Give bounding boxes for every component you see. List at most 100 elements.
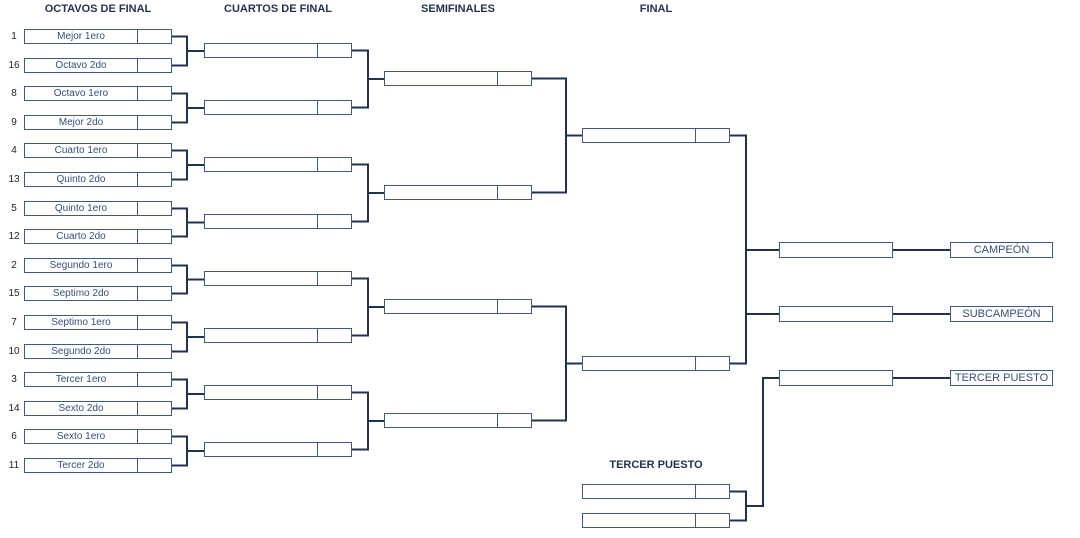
- connector-line: [352, 49, 369, 109]
- round16-slot[interactable]: Septimo 2do: [24, 286, 172, 301]
- team-name: Mejor 2do: [58, 117, 104, 128]
- final-slot[interactable]: [582, 128, 730, 143]
- score-box[interactable]: [137, 430, 171, 443]
- score-box[interactable]: [137, 345, 171, 358]
- connector-line: [172, 378, 188, 410]
- connector-line: [730, 134, 747, 365]
- seed-number: 9: [11, 117, 17, 128]
- quarterfinal-slot[interactable]: [204, 271, 352, 286]
- quarterfinal-slot[interactable]: [204, 157, 352, 172]
- round16-slot[interactable]: Segundo 2do: [24, 344, 172, 359]
- score-box[interactable]: [497, 186, 531, 199]
- semifinal-slot[interactable]: [384, 185, 532, 200]
- score-box[interactable]: [137, 230, 171, 243]
- seed-number: 1: [11, 31, 17, 42]
- round16-slot[interactable]: Mejor 1ero: [24, 29, 172, 44]
- score-box[interactable]: [497, 72, 531, 85]
- third-place-slot[interactable]: [582, 513, 730, 528]
- header-final: FINAL: [639, 3, 673, 15]
- score-box[interactable]: [137, 402, 171, 415]
- seed-number: 7: [11, 317, 17, 328]
- round16-slot[interactable]: Octavo 2do: [24, 58, 172, 73]
- score-box[interactable]: [317, 101, 351, 114]
- round16-slot[interactable]: Segundo 1ero: [24, 258, 172, 273]
- round16-slot[interactable]: Octavo 1ero: [24, 86, 172, 101]
- team-name: Septimo 2do: [52, 288, 110, 299]
- header-cuartos: CUARTOS DE FINAL: [224, 3, 332, 15]
- semifinal-slot[interactable]: [384, 413, 532, 428]
- round16-slot[interactable]: Cuarto 1ero: [24, 143, 172, 158]
- connector-line: [172, 92, 188, 124]
- round16-slot[interactable]: Cuarto 2do: [24, 229, 172, 244]
- score-box[interactable]: [137, 173, 171, 186]
- score-box[interactable]: [137, 116, 171, 129]
- score-box[interactable]: [137, 59, 171, 72]
- semifinal-slot[interactable]: [384, 299, 532, 314]
- team-name: Septimo 1ero: [51, 317, 111, 328]
- seed-number: 3: [11, 374, 17, 385]
- team-name: Tercer 2do: [57, 460, 105, 471]
- round16-slot[interactable]: Tercer 2do: [24, 458, 172, 473]
- connector-line: [352, 163, 369, 223]
- round16-slot[interactable]: Mejor 2do: [24, 115, 172, 130]
- round16-slot[interactable]: Quinto 1ero: [24, 201, 172, 216]
- quarterfinal-slot[interactable]: [204, 328, 352, 343]
- team-name: Tercer 1ero: [55, 374, 107, 385]
- score-box[interactable]: [497, 414, 531, 427]
- round16-slot[interactable]: Septimo 1ero: [24, 315, 172, 330]
- score-box[interactable]: [137, 87, 171, 100]
- seed-number: 4: [11, 145, 17, 156]
- quarterfinal-slot[interactable]: [204, 214, 352, 229]
- connector-line: [172, 264, 188, 295]
- seed-number: 13: [8, 174, 20, 185]
- score-box[interactable]: [137, 259, 171, 272]
- seed-number: 14: [8, 403, 20, 414]
- score-box[interactable]: [317, 329, 351, 342]
- third-place-result-box[interactable]: [779, 370, 893, 386]
- score-box[interactable]: [317, 386, 351, 399]
- score-box[interactable]: [317, 44, 351, 57]
- connector-line: [172, 149, 188, 181]
- champion-result-box[interactable]: [779, 242, 893, 258]
- round16-slot[interactable]: Sexto 1ero: [24, 429, 172, 444]
- connector-line: [532, 77, 567, 194]
- seed-number: 8: [11, 88, 17, 99]
- score-box[interactable]: [695, 129, 729, 142]
- round16-slot[interactable]: Sexto 2do: [24, 401, 172, 416]
- score-box[interactable]: [695, 357, 729, 370]
- seed-number: 15: [8, 288, 20, 299]
- score-box[interactable]: [137, 373, 171, 386]
- seed-number: 12: [8, 231, 20, 242]
- connector-line: [172, 207, 188, 238]
- score-box[interactable]: [137, 316, 171, 329]
- score-box[interactable]: [137, 202, 171, 215]
- score-box[interactable]: [317, 272, 351, 285]
- team-name: Mejor 1ero: [57, 31, 105, 42]
- connector-line: [532, 305, 567, 422]
- header-octavos: OCTAVOS DE FINAL: [44, 3, 152, 15]
- score-box[interactable]: [317, 158, 351, 171]
- round16-slot[interactable]: Tercer 1ero: [24, 372, 172, 387]
- score-box[interactable]: [137, 287, 171, 300]
- quarterfinal-slot[interactable]: [204, 385, 352, 400]
- third-place-slot[interactable]: [582, 484, 730, 499]
- semifinal-slot[interactable]: [384, 71, 532, 86]
- quarterfinal-slot[interactable]: [204, 43, 352, 58]
- score-box[interactable]: [317, 215, 351, 228]
- connector-line: [172, 35, 188, 67]
- final-slot[interactable]: [582, 356, 730, 371]
- runner-up-result-box[interactable]: [779, 306, 893, 322]
- score-box[interactable]: [137, 459, 171, 472]
- score-box[interactable]: [317, 443, 351, 456]
- quarterfinal-slot[interactable]: [204, 442, 352, 457]
- round16-slot[interactable]: Quinto 2do: [24, 172, 172, 187]
- score-box[interactable]: [137, 30, 171, 43]
- quarterfinal-slot[interactable]: [204, 100, 352, 115]
- score-box[interactable]: [497, 300, 531, 313]
- team-name: Quinto 2do: [56, 174, 106, 185]
- seed-number: 10: [8, 346, 20, 357]
- score-box[interactable]: [695, 514, 729, 527]
- score-box[interactable]: [137, 144, 171, 157]
- score-box[interactable]: [695, 485, 729, 498]
